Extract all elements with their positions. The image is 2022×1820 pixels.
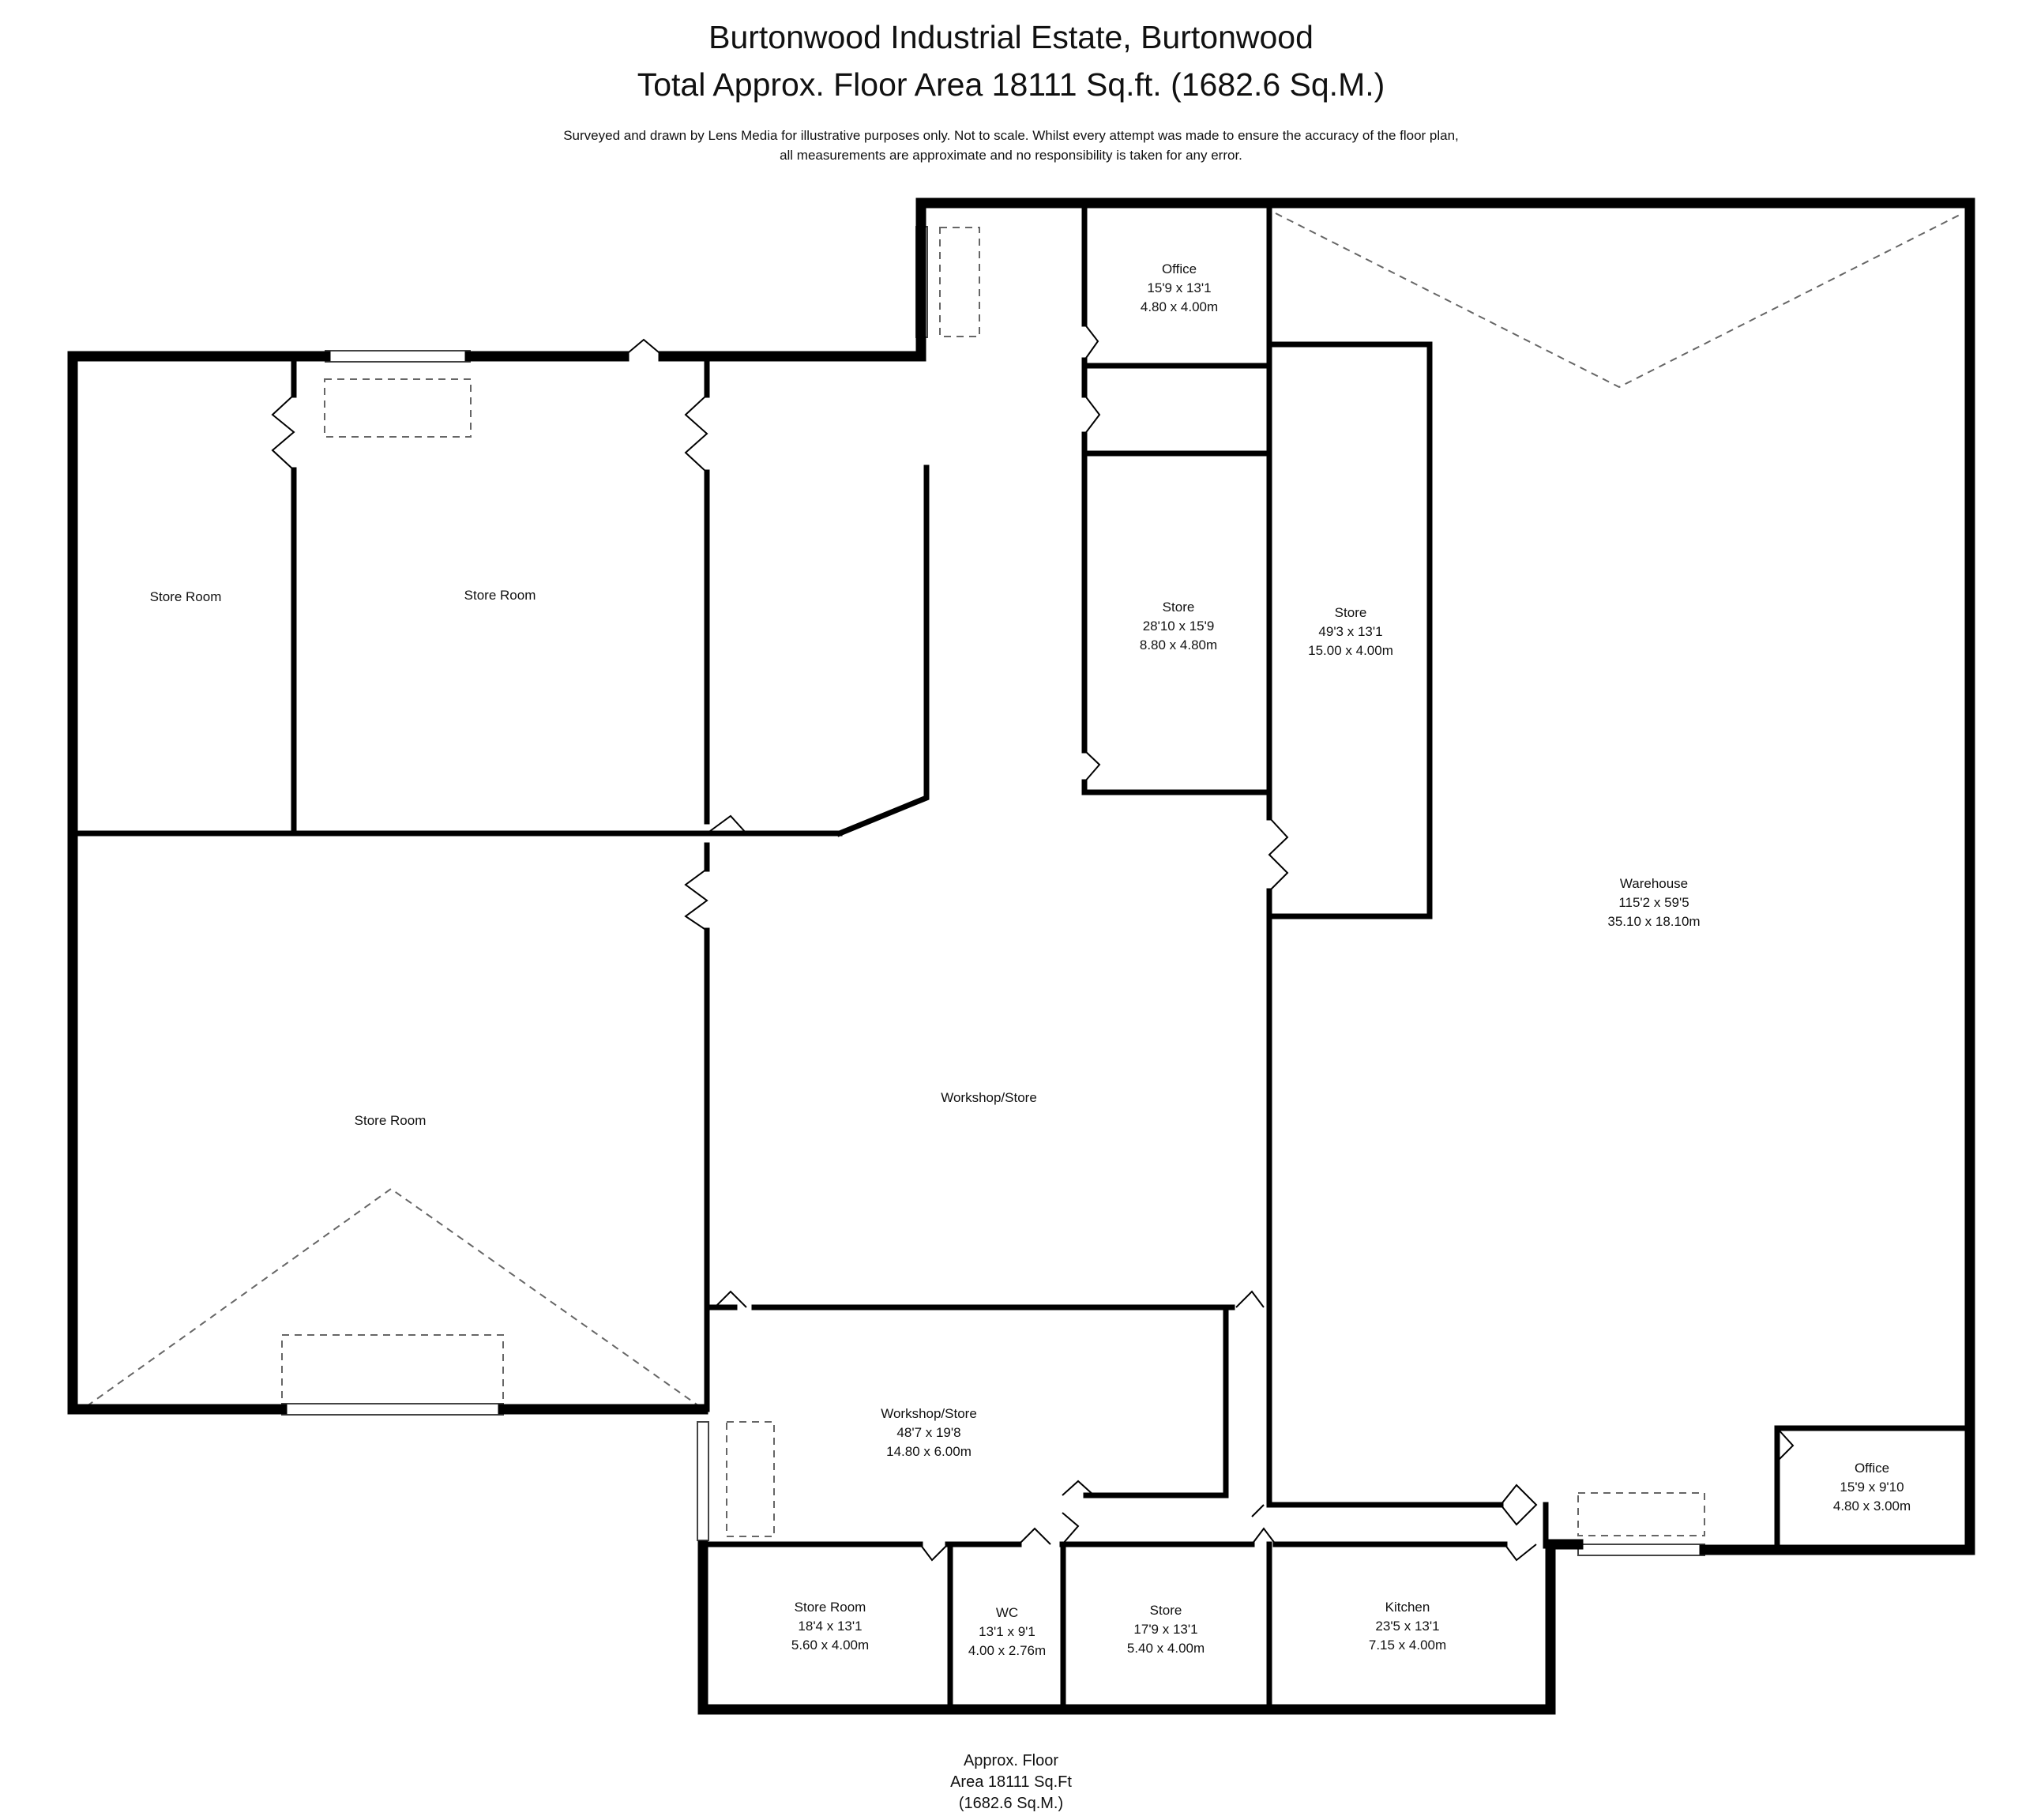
room-dimensions-metric: 8.80 x 4.80m	[1139, 637, 1218, 652]
room-dimensions-imperial: 15'9 x 9'10	[1840, 1480, 1904, 1495]
room-dimensions-metric: 4.80 x 3.00m	[1832, 1498, 1911, 1514]
external-walls	[67, 197, 1975, 1715]
room-name: Warehouse	[1619, 876, 1689, 891]
room-name: Workshop/Store	[881, 1406, 977, 1421]
room-label-store-room-mid: Store Room	[464, 586, 536, 605]
door	[1251, 1504, 1265, 1517]
room-label-store-tall: Store 49'3 x 13'1 15.00 x 4.00m	[1308, 604, 1393, 660]
door	[1062, 1512, 1080, 1545]
disclaimer-line-1: Surveyed and drawn by Lens Media for ill…	[563, 128, 1459, 143]
room-dimensions-metric: 4.00 x 2.76m	[968, 1643, 1047, 1658]
room-name: Store	[1334, 605, 1367, 620]
window	[1577, 1544, 1705, 1556]
internal-walls	[73, 204, 1970, 1709]
window	[697, 1421, 709, 1541]
door	[919, 1544, 949, 1562]
door	[1251, 1527, 1276, 1545]
room-label-kitchen: Kitchen 23'5 x 13'1 7.15 x 4.00m	[1369, 1598, 1446, 1655]
skylight	[1577, 1492, 1705, 1536]
room-name: Store	[1162, 600, 1195, 615]
room-label-office-top: Office 15'9 x 13'1 4.80 x 4.00m	[1141, 260, 1218, 317]
room-label-wc: WC 13'1 x 9'1 4.00 x 2.76m	[968, 1604, 1046, 1660]
warehouse-roof-line	[1275, 212, 1964, 389]
room-dimensions-metric: 5.40 x 4.00m	[1126, 1641, 1205, 1656]
room-dimensions-imperial: 23'5 x 13'1	[1375, 1619, 1440, 1634]
room-dimensions-metric: 4.80 x 4.00m	[1140, 299, 1219, 314]
room-dimensions-imperial: 49'3 x 13'1	[1318, 624, 1383, 639]
window	[325, 350, 471, 363]
door	[714, 1290, 747, 1308]
room-dimensions-imperial: 48'7 x 19'8	[896, 1425, 961, 1440]
skylight	[939, 227, 980, 337]
wall-outer-top-left	[67, 351, 331, 1415]
room-label-store-room-bottom: Store Room 18'4 x 13'1 5.60 x 4.00m	[791, 1598, 869, 1655]
footer-line-1: Approx. Floor	[963, 1752, 1059, 1769]
door	[1018, 1527, 1051, 1545]
room-name: Kitchen	[1385, 1600, 1430, 1615]
door	[1500, 1483, 1538, 1526]
door	[1084, 323, 1099, 361]
room-dimensions-imperial: 17'9 x 13'1	[1133, 1622, 1198, 1637]
room-label-workshop-store-main: Workshop/Store	[941, 1089, 1037, 1107]
wall-outer-bottom	[697, 1539, 1584, 1715]
plan-subtitle: Total Approx. Floor Area 18111 Sq.ft. (1…	[637, 66, 1385, 103]
skylight	[726, 1421, 775, 1537]
door	[1504, 1544, 1537, 1562]
room-dimensions-imperial: 13'1 x 9'1	[979, 1624, 1035, 1639]
room-name: Store Room	[464, 588, 536, 603]
door	[1084, 394, 1101, 435]
door	[706, 814, 747, 834]
room-dimensions-metric: 14.80 x 6.00m	[886, 1444, 972, 1459]
room-dimensions-metric: 35.10 x 18.10m	[1607, 914, 1701, 929]
room-dimensions-imperial: 115'2 x 59'5	[1618, 895, 1689, 910]
disclaimer-line-2: all measurements are approximate and no …	[780, 148, 1242, 163]
room-name: Store Room	[794, 1600, 866, 1615]
plan-title: Burtonwood Industrial Estate, Burtonwood	[708, 19, 1314, 55]
door	[1776, 1427, 1795, 1462]
room-dimensions-metric: 7.15 x 4.00m	[1368, 1638, 1447, 1653]
room-dimensions-imperial: 18'4 x 13'1	[798, 1619, 863, 1634]
skylight	[324, 378, 472, 438]
room-dimensions-metric: 15.00 x 4.00m	[1308, 643, 1393, 658]
room-label-store-room-left: Store Room	[150, 588, 222, 607]
footer-line-3: (1682.6 Sq.M.)	[958, 1795, 1064, 1812]
door	[684, 394, 708, 473]
door	[1268, 817, 1289, 892]
wall-outer-top	[915, 197, 1975, 1555]
footer-line-2: Area 18111 Sq.Ft	[950, 1773, 1072, 1791]
room-name: WC	[995, 1605, 1019, 1620]
room-name: Workshop/Store	[941, 1090, 1037, 1105]
door	[1062, 1480, 1095, 1496]
total-floor-area: Approx. Floor Area 18111 Sq.Ft (1682.6 S…	[0, 1750, 2022, 1814]
door-swings	[271, 323, 1795, 1562]
door	[1084, 750, 1101, 783]
room-name: Store Room	[149, 589, 222, 604]
room-label-store-middle: Store 28'10 x 15'9 8.80 x 4.80m	[1140, 598, 1217, 655]
skylight	[281, 1334, 504, 1412]
room-dimensions-metric: 5.60 x 4.00m	[791, 1638, 870, 1653]
room-label-store-bottom: Store 17'9 x 13'1 5.40 x 4.00m	[1127, 1601, 1205, 1658]
room-dimensions-imperial: 28'10 x 15'9	[1142, 619, 1215, 634]
door	[271, 394, 295, 471]
door	[1235, 1290, 1265, 1308]
room-dimensions-imperial: 15'9 x 13'1	[1147, 280, 1212, 295]
window	[281, 1403, 504, 1416]
door	[623, 338, 664, 357]
room-label-warehouse: Warehouse 115'2 x 59'5 35.10 x 18.10m	[1607, 874, 1700, 931]
door	[684, 868, 708, 931]
room-name: Store Room	[354, 1113, 427, 1128]
room-label-office-bottom: Office 15'9 x 9'10 4.80 x 3.00m	[1833, 1459, 1911, 1516]
room-name: Office	[1161, 261, 1197, 276]
room-name: Store	[1149, 1603, 1182, 1618]
room-name: Office	[1854, 1461, 1890, 1476]
windows	[281, 226, 1705, 1556]
room-label-store-room-large: Store Room	[355, 1111, 427, 1130]
room-label-workshop-store-lower: Workshop/Store 48'7 x 19'8 14.80 x 6.00m	[881, 1404, 977, 1461]
store-room-roof-line	[86, 1187, 700, 1407]
